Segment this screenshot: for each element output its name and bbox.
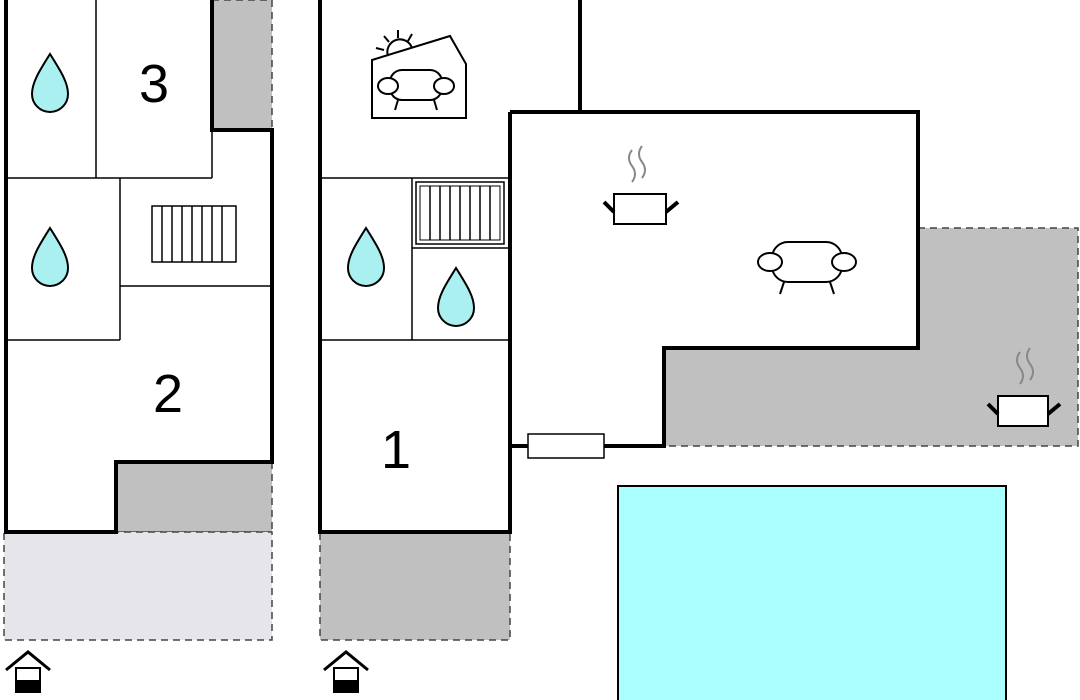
- water-drop-icon: [30, 226, 70, 287]
- entrance-house-icon: [323, 650, 369, 693]
- water-drop-icon: [30, 52, 70, 113]
- room-number-3: 3: [139, 54, 169, 114]
- cooking-pot-icon: [602, 145, 680, 225]
- room-number-1: 1: [381, 420, 411, 480]
- room-number-2: 2: [153, 364, 183, 424]
- terrace-top-strip: [211, 0, 273, 131]
- sofa-icon: [757, 241, 857, 295]
- entrance-house-icon: [5, 650, 51, 693]
- water-drop-icon: [346, 226, 386, 287]
- sun-room-sofa-icon: [371, 30, 467, 119]
- window: [527, 433, 605, 459]
- terrace-bottom-left-small: [115, 461, 273, 533]
- pool: [617, 485, 1007, 700]
- terrace-bottom-left-light: [3, 531, 273, 641]
- left-building-outline: [4, 0, 274, 534]
- terrace-bottom-middle: [319, 531, 511, 641]
- middle-building: [318, 0, 920, 534]
- outdoor-cooking-pot-icon: [986, 347, 1062, 427]
- radiator-icon: [415, 181, 505, 245]
- main-room-left-wall: [508, 110, 580, 448]
- water-drop-icon: [436, 266, 476, 327]
- terrace-areas: [3, 0, 1079, 641]
- radiator-icon: [151, 205, 237, 263]
- left-building: [4, 0, 274, 534]
- middle-building-outline: [318, 0, 512, 534]
